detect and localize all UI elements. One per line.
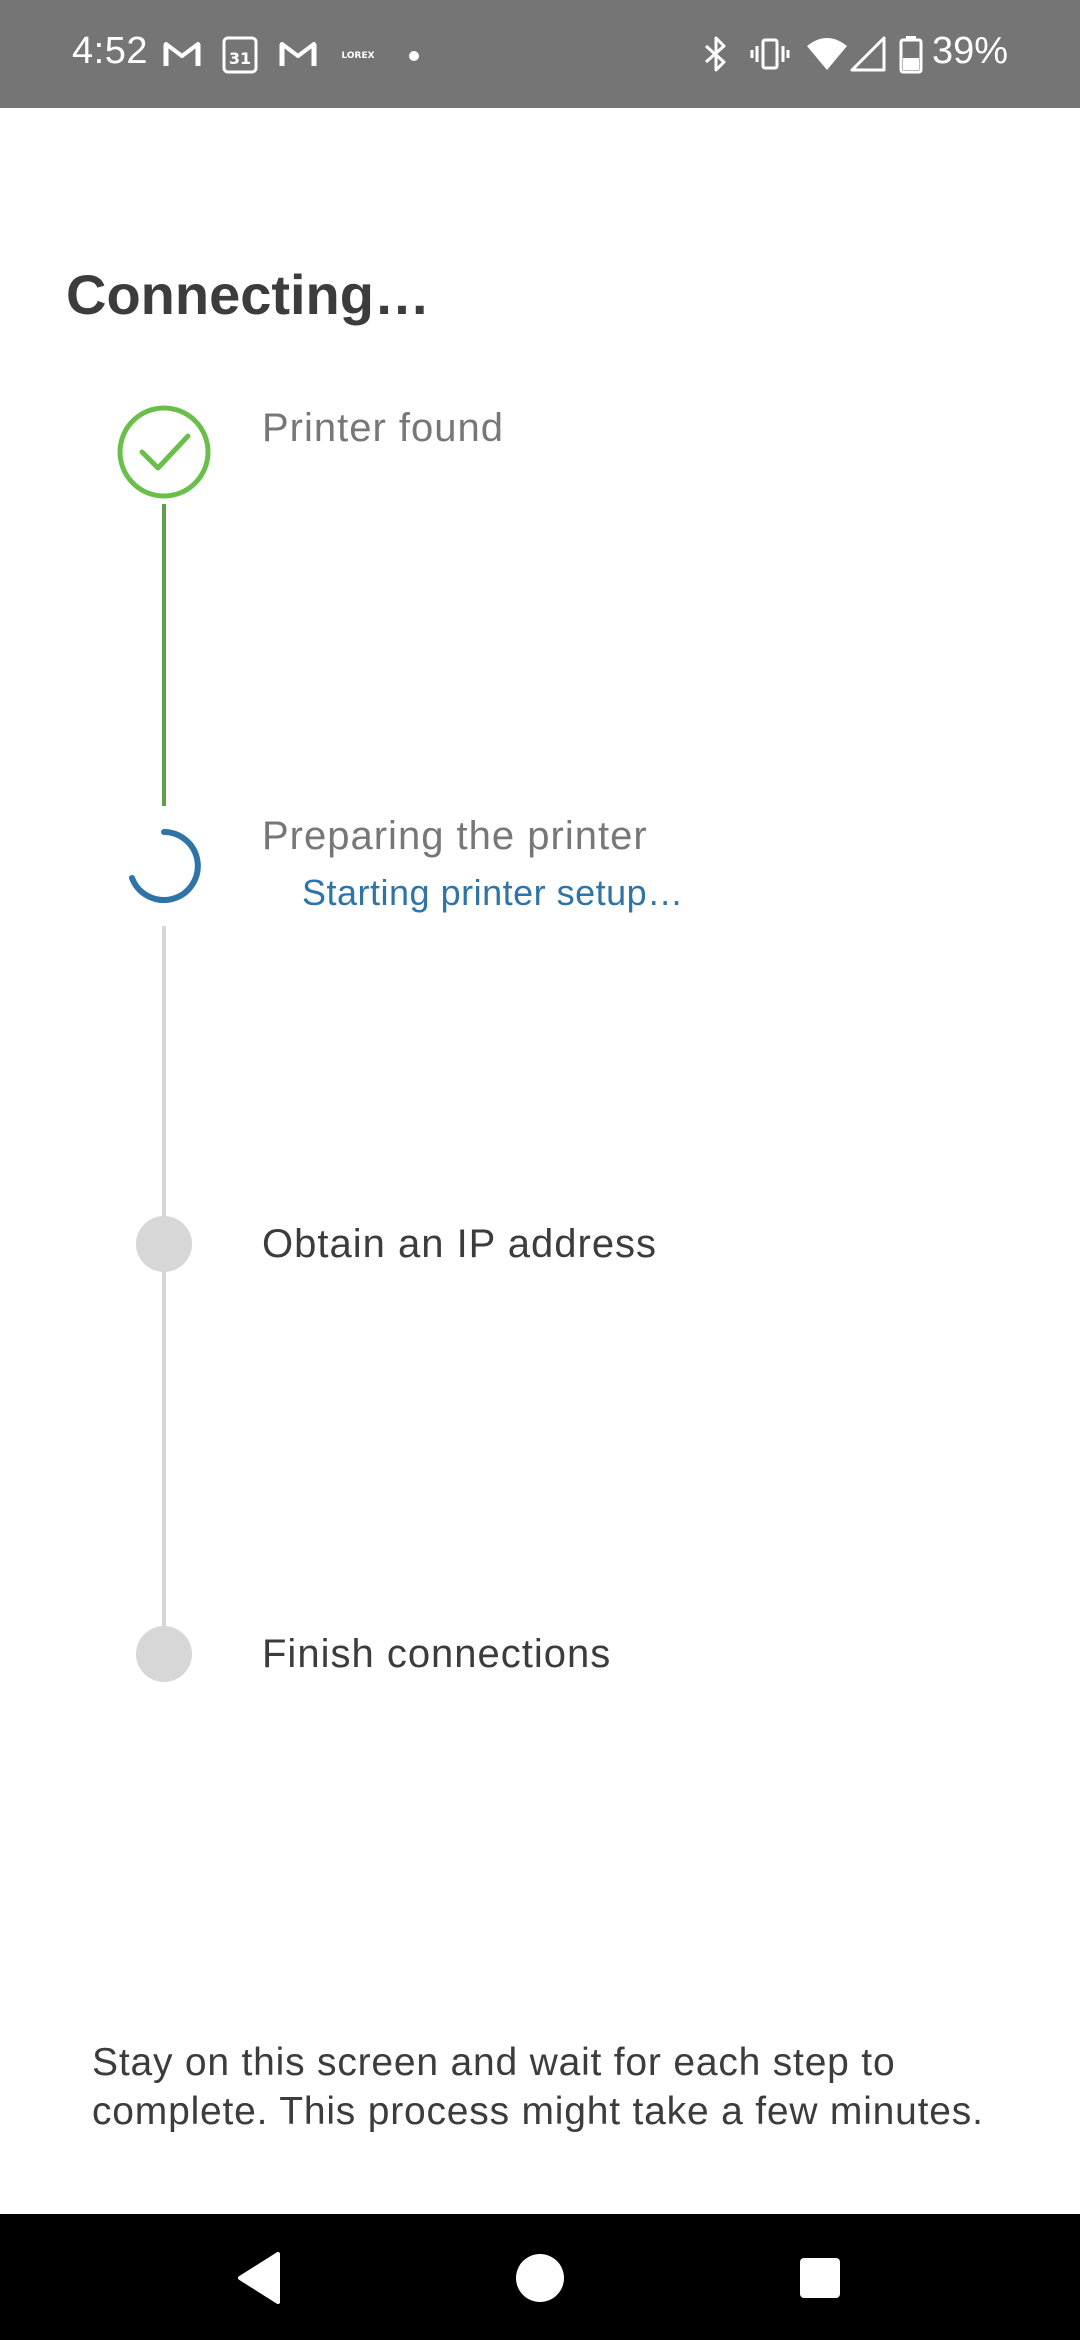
step-sublabel: Starting printer setup… [302, 872, 684, 913]
step-label: Obtain an IP address [262, 1222, 658, 1266]
progress-spinner-icon [124, 826, 204, 906]
calendar-day: 31 [229, 49, 251, 68]
wifi-icon [806, 34, 848, 74]
home-icon[interactable] [506, 2244, 574, 2312]
gmail-icon [162, 34, 202, 74]
step-connector-pending [162, 926, 166, 1246]
dot-icon [404, 34, 424, 74]
signal-icon [850, 34, 886, 74]
vibrate-icon [750, 34, 790, 74]
lorex-label: LOREX [341, 51, 374, 61]
status-time: 4:52 [72, 30, 148, 72]
info-text: Stay on this screen and wait for each st… [92, 2041, 984, 2133]
recents-icon[interactable] [786, 2244, 854, 2312]
calendar-icon: 31 [222, 34, 258, 74]
back-icon[interactable] [226, 2244, 294, 2312]
step-connector-pending [162, 1270, 166, 1630]
step-label: Finish connections [262, 1632, 612, 1676]
step-connector-complete [162, 504, 166, 806]
pending-dot-icon [136, 1216, 192, 1272]
bluetooth-icon [700, 34, 732, 74]
battery-icon [898, 34, 924, 74]
check-circle-icon [116, 404, 212, 500]
battery-percent: 39% [932, 30, 1009, 72]
status-bar: 4:52 31 LOREX [0, 0, 1080, 108]
page-title: Connecting… [66, 263, 430, 326]
navigation-bar [0, 2214, 1080, 2340]
step-label: Preparing the printer [262, 814, 648, 858]
lorex-icon: LOREX [338, 34, 378, 74]
pending-dot-icon [136, 1626, 192, 1682]
step-label: Printer found [262, 406, 505, 450]
gmail-icon [278, 34, 318, 74]
